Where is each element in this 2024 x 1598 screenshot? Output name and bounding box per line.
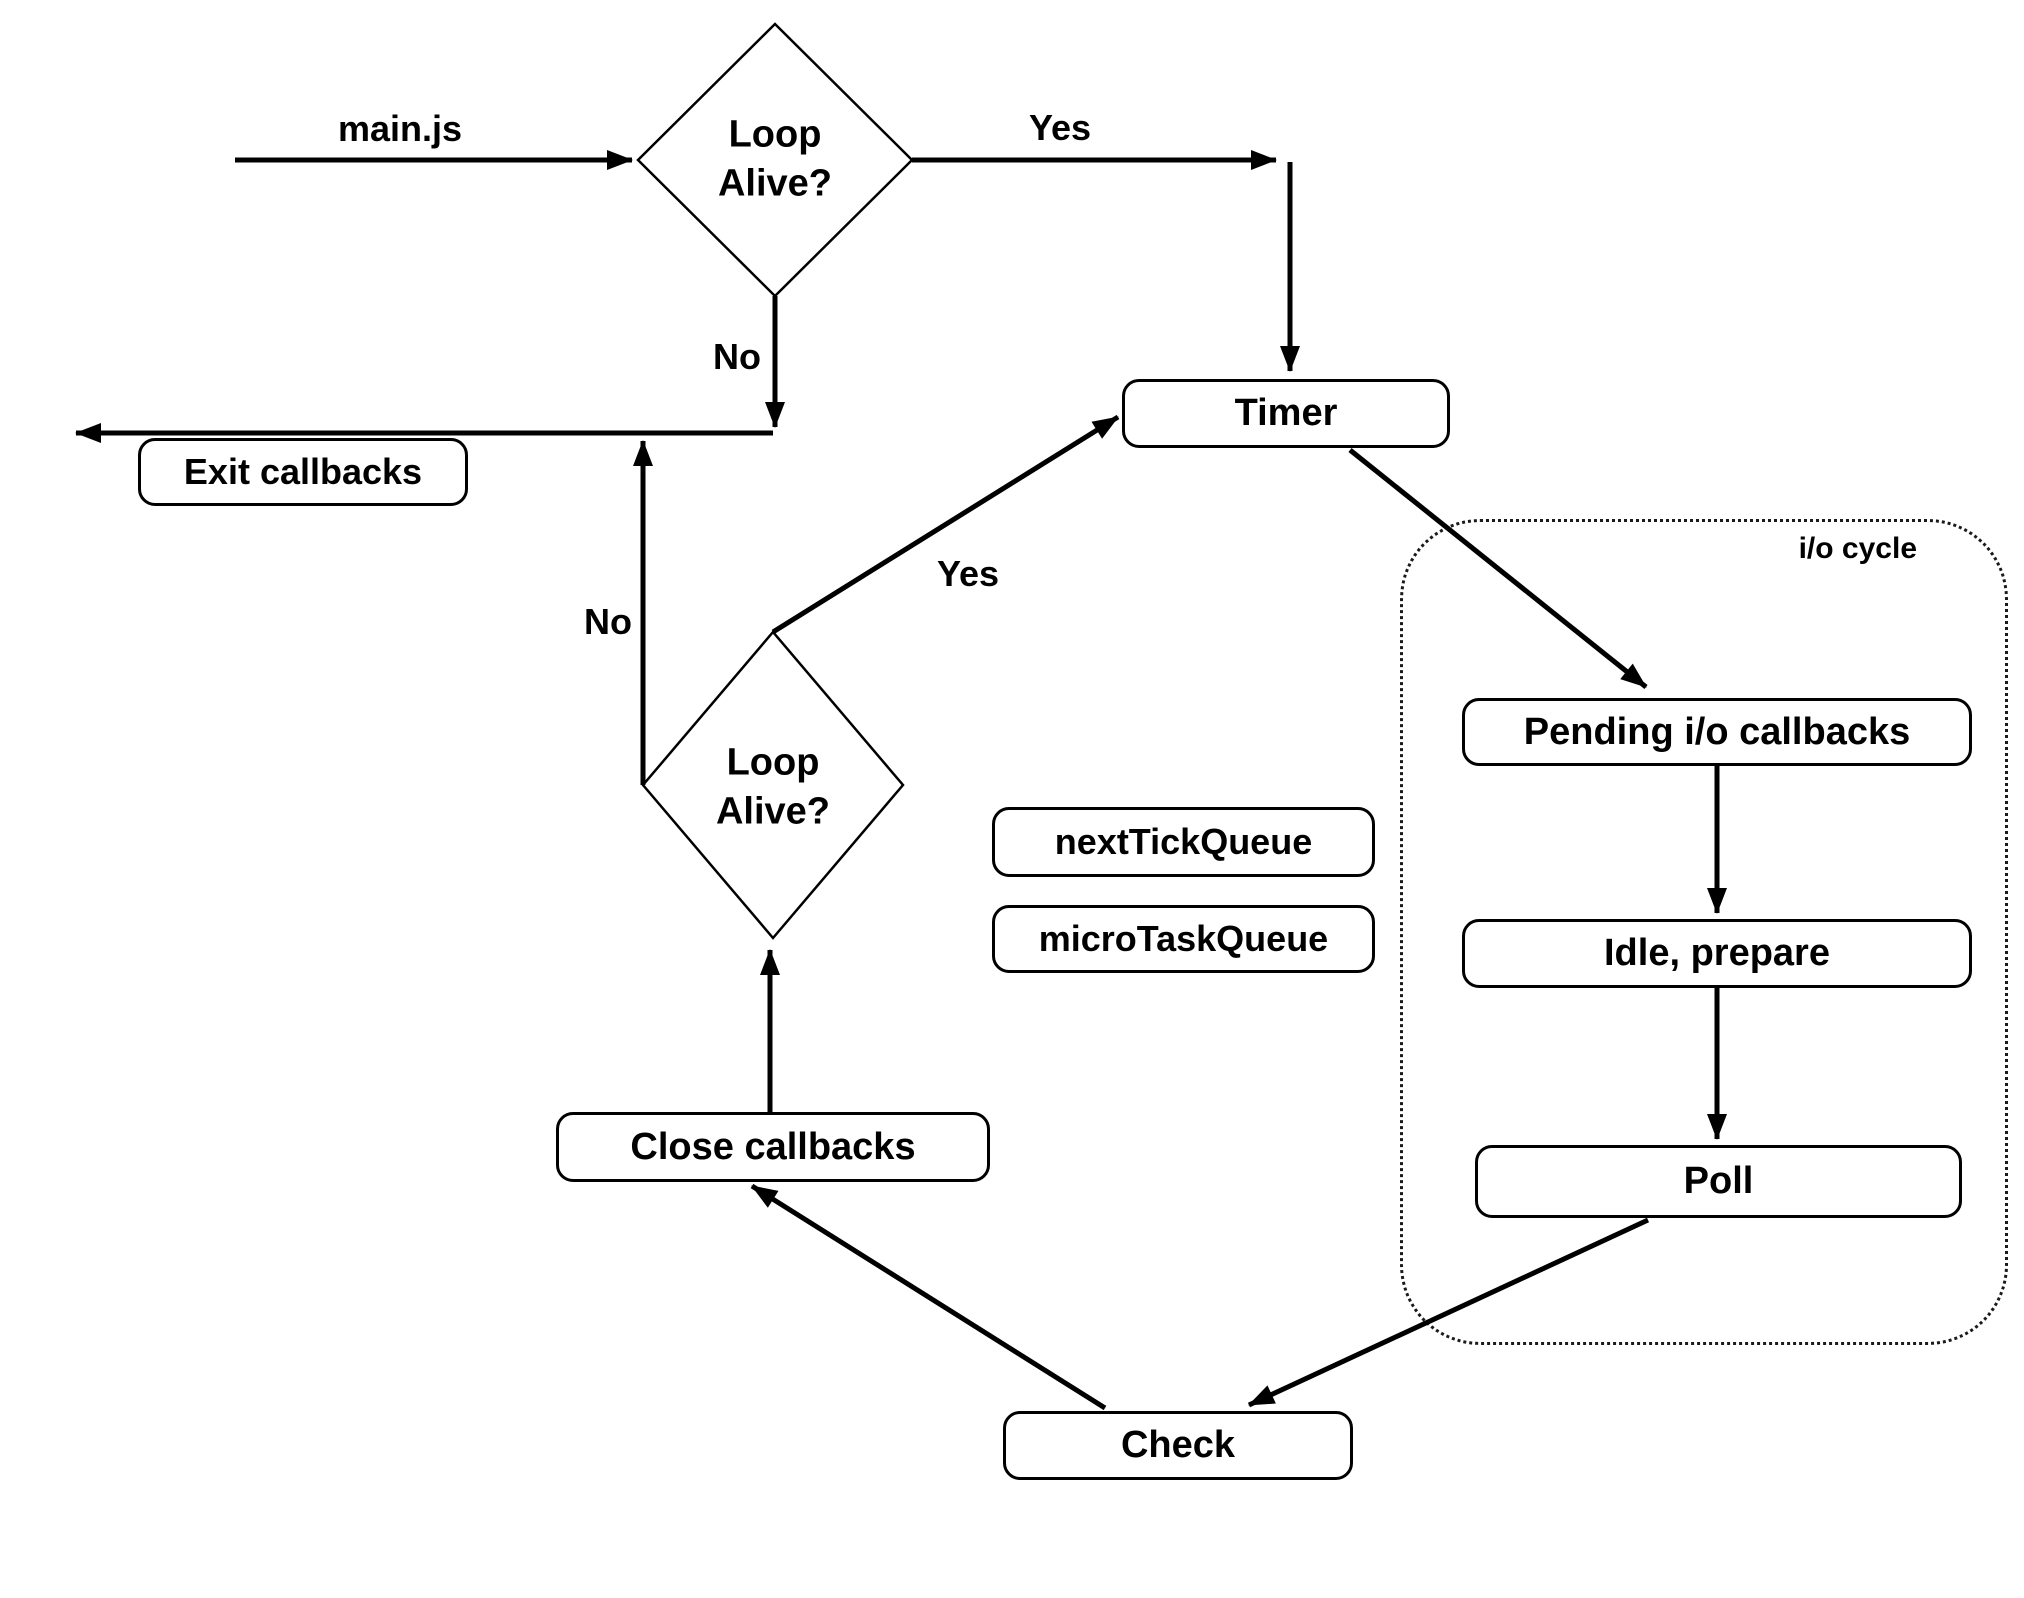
- io-cycle-label: i/o cycle: [1798, 532, 1917, 565]
- io-cycle-group: i/o cycle: [1400, 519, 2008, 1345]
- edge-poll-to-check: [1247, 1217, 1650, 1408]
- edge-check-to-close: [750, 1183, 1107, 1411]
- node-next-tick-queue-label: nextTickQueue: [1054, 821, 1313, 862]
- node-micro-task-queue-label: microTaskQueue: [1038, 918, 1329, 959]
- node-idle-prepare: Idle, prepare: [1462, 919, 1972, 988]
- node-exit-callbacks-label: Exit callbacks: [183, 451, 423, 492]
- edge-yes-bottom-to-timer: [771, 414, 1120, 635]
- node-pending-io-callbacks: Pending i/o callbacks: [1462, 698, 1972, 766]
- node-poll: Poll: [1475, 1145, 1962, 1218]
- node-next-tick-queue: nextTickQueue: [992, 807, 1375, 877]
- edge-label-no-top: No: [713, 336, 761, 377]
- decision-loop-alive-bottom-label: Loop Alive?: [715, 741, 831, 833]
- node-poll-label: Poll: [1683, 1160, 1754, 1202]
- edge-label-yes-top: Yes: [1028, 107, 1092, 148]
- node-pending-io-callbacks-label: Pending i/o callbacks: [1523, 710, 1911, 753]
- edge-label-no-bottom: No: [584, 601, 632, 642]
- edge-label-mainjs: main.js: [337, 108, 463, 149]
- node-check-label: Check: [1120, 1424, 1236, 1466]
- decision-loop-alive-bottom: [641, 630, 905, 940]
- node-close-callbacks-label: Close callbacks: [630, 1125, 916, 1168]
- node-check: Check: [1003, 1411, 1353, 1480]
- node-close-callbacks: Close callbacks: [556, 1112, 990, 1182]
- node-micro-task-queue: microTaskQueue: [992, 905, 1375, 973]
- node-idle-prepare-label: Idle, prepare: [1604, 932, 1830, 974]
- node-timer-label: Timer: [1234, 392, 1338, 434]
- edge-label-yes-bottom: Yes: [936, 553, 1000, 594]
- decision-loop-alive-top-label: Loop Alive?: [717, 113, 833, 205]
- edge-timer-to-pending: [1348, 448, 1648, 689]
- node-exit-callbacks: Exit callbacks: [138, 438, 468, 506]
- node-timer: Timer: [1122, 379, 1450, 448]
